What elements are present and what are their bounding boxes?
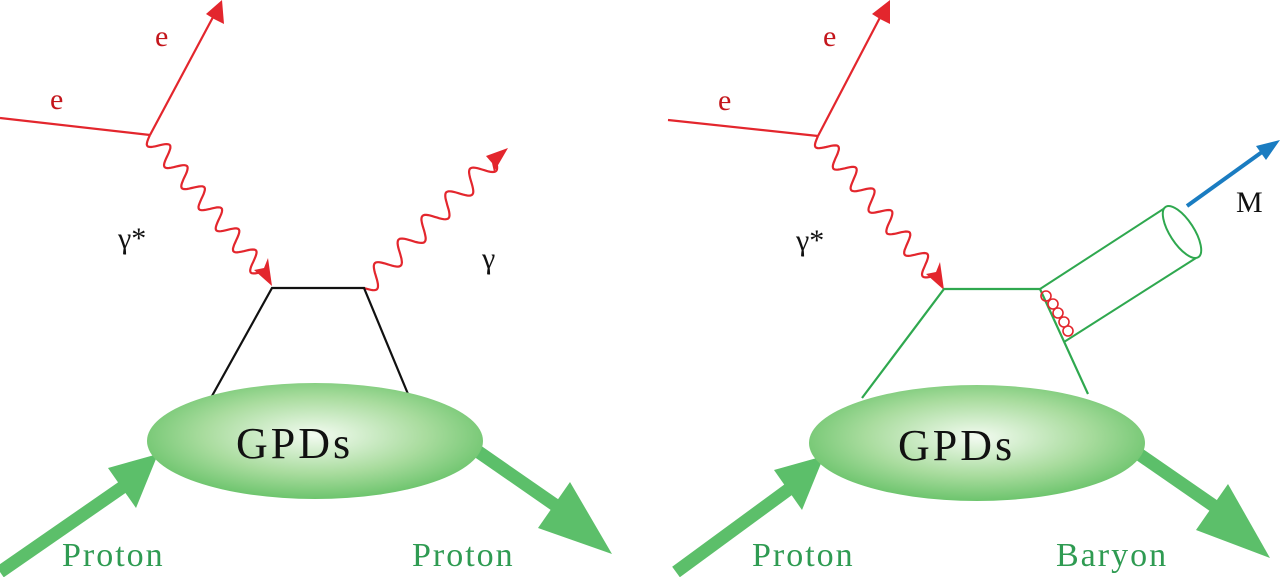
meson-arrow-head: [1256, 140, 1280, 160]
incoming-proton-arrowhead: [774, 456, 824, 510]
gpd-blob: [147, 383, 483, 499]
quark-handbag-lines: [861, 287, 1090, 399]
gluon-coil: [1040, 290, 1074, 337]
real-photon-label: γ: [481, 242, 495, 275]
quark-to-meson-lower: [1063, 257, 1197, 343]
gpd-blob: [809, 385, 1145, 501]
incoming-electron-line: [0, 116, 151, 137]
outgoing-proton-label: Proton: [412, 537, 515, 574]
incoming-proton-label: Proton: [752, 537, 855, 574]
gpd-blob-label: GPDs: [898, 421, 1015, 470]
incoming-electron-label: e: [718, 84, 731, 117]
meson-cylinder-cap: [1161, 205, 1203, 259]
virtual-photon-wave: [813, 135, 935, 279]
outgoing-electron-arrowhead: [872, 0, 890, 24]
outgoing-proton-line: [466, 440, 559, 511]
outgoing-electron-label: e: [155, 20, 168, 53]
virtual-photon-label: γ*: [117, 222, 146, 255]
gpd-blob-label: GPDs: [236, 419, 353, 468]
incoming-proton-label: Proton: [62, 537, 165, 574]
outgoing-electron-label: e: [823, 20, 836, 53]
incoming-proton-line: [672, 478, 800, 577]
outgoing-baryon-label: Baryon: [1056, 537, 1168, 574]
outgoing-baryon-arrowhead: [1196, 484, 1270, 558]
outgoing-electron-arrowhead: [206, 0, 224, 24]
quark-to-meson-upper: [1039, 205, 1169, 290]
outgoing-proton-arrowhead: [538, 482, 612, 554]
virtual-photon-label: γ*: [795, 224, 824, 257]
dvcs-diagram: e e γ* γ GPDs Proton Proton: [0, 0, 612, 577]
real-photon-arrowhead: [486, 148, 508, 172]
outgoing-electron-line: [817, 5, 887, 137]
incoming-electron-line: [667, 118, 819, 138]
meson-label: M: [1236, 186, 1263, 219]
meson-arrow-line: [1185, 150, 1264, 208]
real-photon-wave: [363, 157, 499, 292]
incoming-proton-arrowhead: [108, 454, 158, 508]
incoming-proton-line: [0, 476, 134, 577]
outgoing-baryon-line: [1132, 446, 1218, 512]
virtual-photon-arrowhead: [254, 258, 272, 286]
virtual-photon-arrowhead: [926, 262, 944, 290]
quark-handbag-lines: [211, 286, 410, 397]
meson-production-diagram: e e γ* M GPDs Proton Baryon: [667, 0, 1280, 577]
outgoing-electron-line: [149, 3, 221, 136]
incoming-electron-label: e: [50, 83, 63, 116]
virtual-photon-wave: [145, 134, 263, 275]
